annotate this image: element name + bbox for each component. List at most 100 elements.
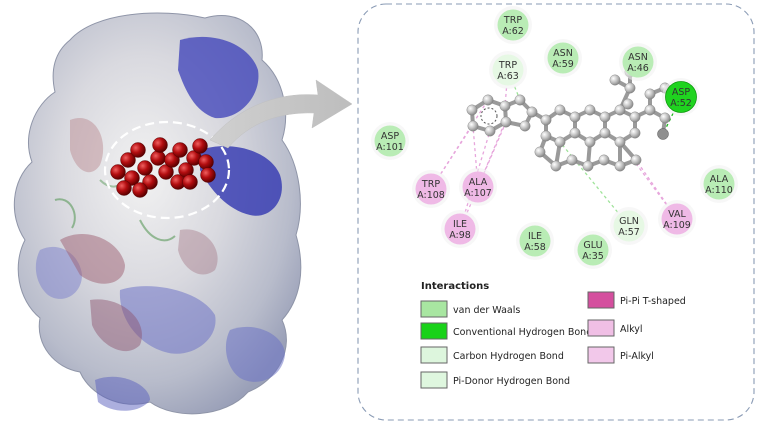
ligand-atom-2d	[630, 154, 642, 166]
ligand-atom-2d	[599, 111, 611, 123]
interaction-line-ile98	[459, 121, 507, 230]
ligand-atom-2d	[566, 154, 578, 166]
ligand-atom	[120, 152, 136, 168]
legend-swatch	[420, 322, 448, 340]
legend-item: Carbon Hydrogen Bond	[420, 346, 564, 364]
residue-name: VAL	[668, 209, 686, 220]
zoom-arrow	[209, 79, 353, 149]
ligand-atom-2d	[569, 111, 581, 123]
residue-number: A:98	[449, 230, 471, 241]
residue-number: A:110	[705, 185, 733, 196]
residue-name: GLU	[583, 240, 602, 251]
residue-disc	[577, 234, 609, 266]
legend-swatch	[420, 346, 448, 364]
ligand-atom	[110, 164, 126, 180]
ligand-atom-2d	[622, 98, 634, 110]
ligand-atom	[130, 142, 146, 158]
residue-name: ALA	[469, 177, 488, 188]
ligand-atom-2d	[584, 136, 596, 148]
residue-number: A:62	[502, 26, 524, 37]
residue-disc	[665, 81, 697, 113]
ligand-atom-2d	[519, 120, 531, 132]
residue-number: A:57	[618, 227, 640, 238]
residue-number: A:35	[582, 251, 604, 262]
ligand-atom-2d	[644, 88, 656, 100]
ligand-atom	[172, 142, 188, 158]
ligand-atom	[137, 160, 153, 176]
residue-name: ILE	[453, 219, 467, 230]
residue-number: A:58	[524, 242, 546, 253]
residue-name: ALA	[710, 174, 729, 185]
residue-number: A:107	[464, 188, 492, 199]
residue-name: ASN	[553, 48, 573, 59]
ligand-atom-2d	[614, 136, 626, 148]
legend-label: Alkyl	[620, 324, 643, 335]
ligand-in-pocket	[110, 137, 216, 198]
residue-disc	[492, 54, 524, 86]
legend-label: Pi-Pi T-shaped	[620, 296, 686, 307]
ligand-atom-2d	[569, 127, 581, 139]
legend-item: Pi-Alkyl	[587, 346, 654, 364]
legend-title: Interactions	[421, 281, 489, 292]
ligand-atom-2d	[467, 120, 479, 132]
legend-item: van der Waals	[420, 300, 520, 318]
ligand-atom-2d	[466, 104, 478, 116]
ligand-atom-2d	[614, 160, 626, 172]
ligand-atom	[198, 154, 214, 170]
ligand-atom-2d	[598, 154, 610, 166]
ligand-atom-2d	[582, 160, 594, 172]
ligand-atom-2d	[526, 106, 538, 118]
ligand-atom-2d	[629, 111, 641, 123]
residue-disc	[622, 46, 654, 78]
legend-swatch	[420, 300, 448, 318]
residue-name: ASP	[672, 87, 691, 98]
ligand-atom-2d	[540, 114, 552, 126]
legend-item: Alkyl	[587, 319, 643, 337]
legend-swatch	[587, 291, 615, 309]
ligand-atom-2d	[624, 82, 636, 94]
residue-disc	[613, 210, 645, 242]
residue-disc	[374, 125, 406, 157]
ligand-atom-2d	[514, 94, 526, 106]
aromatic-ring-marker	[480, 107, 498, 125]
residue-name: TRP	[498, 60, 517, 71]
residue-disc	[444, 213, 476, 245]
legend-item: Pi-Pi T-shaped	[587, 291, 686, 309]
residue-disc	[661, 203, 693, 235]
residue-disc	[547, 42, 579, 74]
legend-swatch	[587, 346, 615, 364]
ligand-atom-2d	[584, 104, 596, 116]
residue-name: ILE	[528, 231, 542, 242]
residue-number: A:59	[552, 59, 574, 70]
ligand-atom-2d	[609, 74, 621, 86]
residue-name: TRP	[503, 15, 522, 26]
legend-item: Conventional Hydrogen Bond	[420, 322, 592, 340]
ligand-atom-2d	[499, 100, 511, 112]
residue-number: A:46	[627, 63, 649, 74]
ligand-atom-2d	[534, 146, 546, 158]
legend-swatch	[587, 319, 615, 337]
interaction-line-ala107	[472, 125, 479, 188]
ligand-atom-2d	[659, 112, 671, 124]
ligand-atom	[116, 180, 132, 196]
ligand-atom-2d	[550, 160, 562, 172]
protein-surface	[13, 12, 302, 415]
residue-disc	[519, 225, 551, 257]
residue-name: TRP	[421, 179, 440, 190]
ligand-atom-2d	[484, 125, 496, 137]
residue-layer: TRPA:62ASNA:59TRPA:63ASNA:46ASPA:52ASPA:…	[371, 6, 738, 269]
legend-label: van der Waals	[453, 305, 520, 316]
